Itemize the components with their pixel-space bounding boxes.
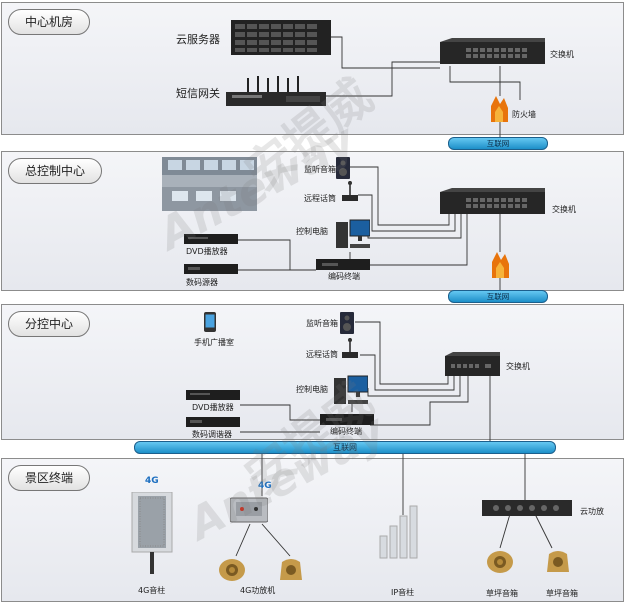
center-switch-icon [440, 38, 545, 64]
lawn-speaker-icon [487, 551, 513, 573]
encoder-icon [316, 259, 370, 270]
monitor-speaker-icon [336, 157, 350, 179]
control-room-photo [162, 157, 257, 211]
4g-badge: 4G [145, 476, 159, 486]
branch-control-pc-label: 控制电脑 [296, 385, 328, 394]
branch-control-pc-icon [334, 375, 368, 404]
internet-bar-branch: 互联网 [134, 441, 556, 454]
remote-mic-label: 远程话筒 [304, 194, 336, 203]
ip-column-label: IP音柱 [391, 588, 415, 597]
encoder-label: 编码终端 [328, 272, 360, 281]
dvd-player-label: DVD播放器 [186, 247, 228, 256]
section-branch-control: 分控中心 [1, 304, 624, 440]
4g-amplifier-label: 4G功放机 [240, 586, 276, 595]
branch-remote-mic-label: 远程话筒 [306, 350, 338, 359]
internet-bar-master: 互联网 [448, 290, 548, 303]
section-scenic-terminal: 景区终端 [1, 458, 624, 602]
section-title: 景区终端 [8, 465, 91, 491]
mobile-phone-icon [204, 312, 216, 332]
4g-badge: 4G [258, 481, 272, 491]
lawn-speaker-icon [219, 559, 245, 581]
branch-switch-label: 交换机 [506, 362, 530, 371]
lawn-speaker-icon [547, 551, 569, 572]
branch-tuner-label: 数码调谐器 [192, 430, 232, 439]
cloud-amplifier-icon [482, 500, 572, 516]
firewall-label: 防火墙 [512, 110, 536, 119]
lawn-speaker-label: 草坪音箱 [546, 589, 578, 598]
4g-sound-column-label: 4G音柱 [138, 586, 166, 595]
digital-source-label: 数码源器 [186, 278, 218, 287]
branch-monitor-speaker-label: 监听音箱 [306, 319, 338, 328]
branch-remote-mic-icon [342, 338, 358, 358]
dvd-player-icon [184, 234, 238, 244]
branch-monitor-speaker-icon [340, 312, 354, 334]
lawn-speaker-label: 草坪音箱 [486, 589, 518, 598]
sms-gateway-icon [226, 76, 326, 106]
cloud-amplifier-label: 云功放 [580, 507, 604, 516]
master-switch-label: 交换机 [552, 205, 576, 214]
branch-tuner-icon [186, 417, 240, 427]
master-firewall-icon [492, 252, 509, 278]
4g-sound-column-icon [131, 492, 173, 574]
control-pc-label: 控制电脑 [296, 227, 328, 236]
firewall-icon [491, 96, 508, 122]
monitor-speaker-label: 监听音箱 [304, 165, 336, 174]
branch-dvd-player-label: DVD播放器 [192, 403, 234, 412]
control-pc-icon [336, 219, 370, 248]
cloud-server-label: 云服务器 [176, 33, 220, 46]
ip-column-icon [379, 505, 418, 559]
branch-switch-icon [445, 352, 500, 376]
sms-gateway-label: 短信网关 [176, 87, 220, 100]
center-switch-label: 交换机 [550, 50, 574, 59]
section-title: 中心机房 [8, 9, 91, 35]
cloud-server-icon [231, 20, 331, 55]
branch-dvd-player-icon [186, 390, 240, 400]
master-switch-icon [440, 188, 545, 214]
4g-amplifier-icon [230, 497, 268, 523]
mobile-broadcast-label: 手机广播室 [194, 338, 234, 347]
digital-source-icon [184, 264, 238, 274]
section-title: 分控中心 [8, 311, 91, 337]
section-title: 总控制中心 [8, 158, 103, 184]
branch-encoder-label: 编码终端 [330, 427, 362, 436]
section-master-control: 总控制中心 [1, 151, 624, 291]
internet-bar-center: 互联网 [448, 137, 548, 150]
remote-mic-icon [342, 181, 358, 201]
branch-encoder-icon [320, 414, 374, 425]
lawn-speaker-icon [280, 559, 302, 580]
